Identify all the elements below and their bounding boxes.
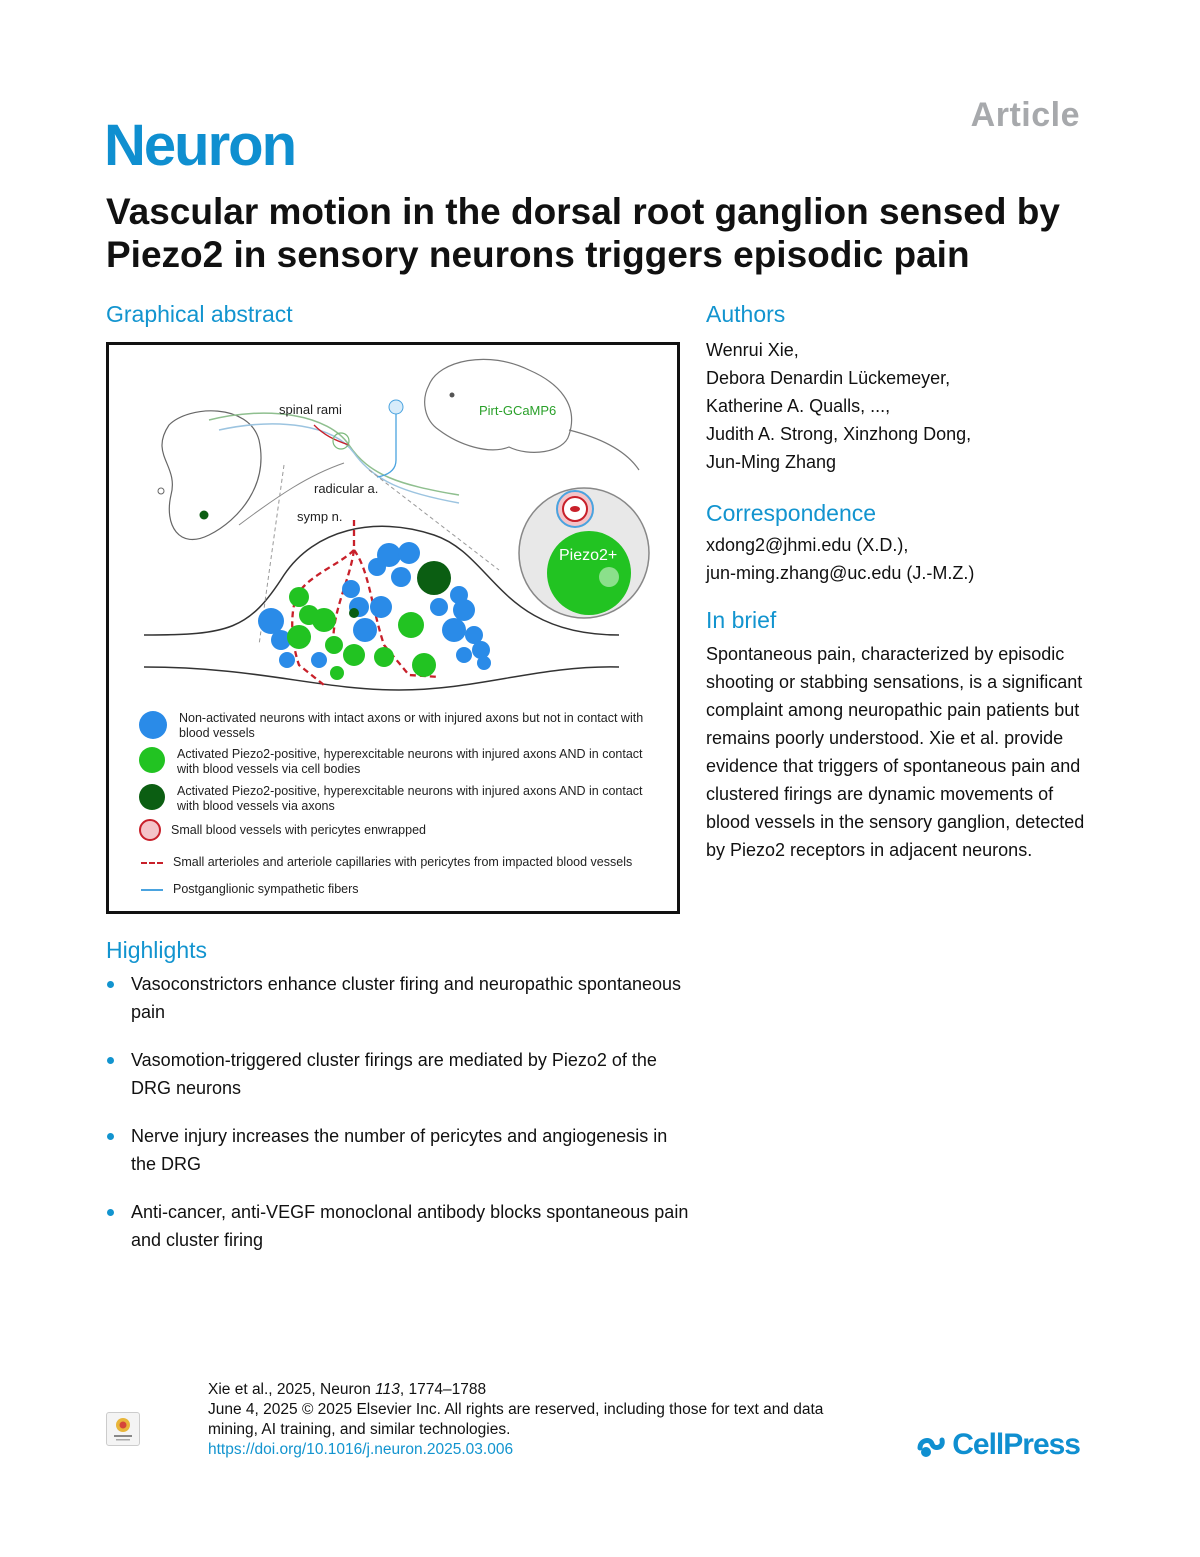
mouse-outline [424,358,573,453]
nerve-root-lower [218,423,460,504]
legend-arterioles: Small arterioles and arteriole capillari… [139,855,632,870]
citation-pages: , 1774–1788 [399,1381,487,1398]
authors-heading: Authors [706,301,786,327]
legend-blood-vessel: Small blood vessels with pericytes enwra… [139,819,426,841]
authors-list: Wenrui Xie, Debora Denardin Lückemeyer, … [706,336,1086,476]
citation-line: Xie et al., 2025, Neuron 113, 1774–1788 [208,1380,848,1400]
citation-prefix: Xie et al., 2025, Neuron [208,1381,376,1398]
cellpress-wordmark: CellPress [952,1428,1081,1461]
correspondence-list: xdong2@jhmi.edu (X.D.), jun-ming.zhang@u… [706,531,1086,587]
neuron-cluster [258,542,491,680]
cellpress-logo[interactable]: CellPress [916,1428,1081,1462]
highlight-item: Anti-cancer, anti-VEGF monoclonal antibo… [106,1198,696,1254]
cellpress-icon [917,1437,945,1457]
label-pirt: Pirt-GCaMP6 [479,403,556,418]
legend-blue-dot [139,711,167,739]
legend-text-sympathetic: Postganglionic sympathetic fibers [173,882,359,896]
author-line: Judith A. Strong, Xinzhong Dong, [706,424,972,444]
check-updates-glyph [114,1418,132,1441]
piezo-nucleus [599,567,619,587]
highlight-text: Anti-cancer, anti-VEGF monoclonal antibo… [131,1202,689,1250]
correspondence-section: Correspondence xdong2@jhmi.edu (X.D.), j… [706,500,1086,587]
legend-text-activated-body: Activated Piezo2-positive, hyperexcitabl… [177,747,643,776]
journal-logo: Neuron [104,113,297,178]
label-radicular: radicular a. [314,481,378,496]
piezo-neuron [547,531,631,615]
bullet-icon [107,1133,114,1140]
zoom-line-right [368,469,500,571]
bullet-icon [107,1209,114,1216]
drg-small [332,432,350,450]
bullet-icon [107,1057,114,1064]
author-line: Jun-Ming Zhang [706,452,837,472]
zoom-vessel-cell [570,506,580,512]
highlights-heading: Highlights [106,937,207,963]
authors-section: Authors Wenrui Xie, Debora Denardin Lück… [706,301,1086,476]
author-line: Wenrui Xie, [706,340,799,360]
citation-footer: Xie et al., 2025, Neuron 113, 1774–1788 … [208,1380,848,1460]
spinal-cord-neuron [199,510,209,520]
author-line: Katherine A. Qualls, ..., [706,396,891,416]
zoom-line-left [258,464,285,646]
in-brief-heading: In brief [706,607,777,633]
graphical-abstract-illustration: spinal rami radicular a. symp n. Pirt-GC… [143,358,650,691]
highlight-item: Vasoconstrictors enhance cluster firing … [106,970,696,1026]
spinal-rami-vessel [313,424,350,446]
highlight-text: Nerve injury increases the number of per… [131,1126,668,1174]
citation-volume: 113 [375,1381,400,1398]
in-brief-section: In brief Spontaneous pain, characterized… [706,607,1086,864]
label-piezo: Piezo2+ [559,547,617,564]
legend-vessel-icon [139,819,161,841]
in-brief-text: Spontaneous pain, characterized by episo… [706,644,1085,860]
highlight-text: Vasoconstrictors enhance cluster firing … [131,974,682,1022]
legend-text-non-activated: Non-activated neurons with intact axons … [179,711,644,740]
mouse-tail [568,429,640,471]
legend-sympathetic: Postganglionic sympathetic fibers [139,882,359,897]
label-spinal-rami: spinal rami [279,402,342,417]
mouse-eye [449,392,455,398]
legend-activated-body: Activated Piezo2-positive, hyperexcitabl… [139,747,659,777]
correspondence-email-zhang[interactable]: jun-ming.zhang@uc.edu (J.-M.Z.) [706,563,975,583]
highlight-item: Vasomotion-triggered cluster firings are… [106,1046,696,1102]
legend-text-arterioles: Small arterioles and arteriole capillari… [173,855,633,869]
legend-green-dot [139,747,165,773]
graphical-abstract-figure: spinal rami radicular a. symp n. Pirt-GC… [106,342,680,914]
legend-text-blood-vessel: Small blood vessels with pericytes enwra… [171,823,426,837]
doi-link[interactable]: https://doi.org/10.1016/j.neuron.2025.03… [208,1441,514,1458]
sympathetic-ganglion [388,399,404,415]
highlight-text: Vasomotion-triggered cluster firings are… [131,1050,657,1098]
spinal-cord-outline [161,410,262,541]
bullet-icon [107,981,114,988]
sympathetic-chain [376,410,397,478]
article-type-label: Article [970,96,1080,134]
copyright-text: June 4, 2025 © 2025 Elsevier Inc. All ri… [208,1401,824,1438]
graphical-abstract-heading: Graphical abstract [106,301,293,327]
highlights-list: Vasoconstrictors enhance cluster firing … [106,970,696,1274]
spinal-cord-marker [157,487,165,495]
article-title: Vascular motion in the dorsal root gangl… [106,191,1060,275]
drg-lower-outline [143,666,620,691]
correspondence-email-dong[interactable]: xdong2@jhmi.edu (X.D.), [706,535,909,555]
ventral-root [238,462,345,526]
highlight-item: Nerve injury increases the number of per… [106,1122,696,1178]
drg-upper-outline [143,525,620,636]
legend-non-activated: Non-activated neurons with intact axons … [139,711,659,741]
legend-blue-line [141,889,163,891]
correspondence-heading: Correspondence [706,500,877,526]
check-for-updates-icon[interactable] [106,1412,140,1446]
legend-dark-green-dot [139,784,165,810]
label-symp: symp n. [297,509,343,524]
author-line: Debora Denardin Lückemeyer, [706,368,951,388]
legend-dashed-line [141,862,163,864]
legend-activated-axon: Activated Piezo2-positive, hyperexcitabl… [139,784,659,814]
legend-text-activated-axon: Activated Piezo2-positive, hyperexcitabl… [177,784,643,813]
